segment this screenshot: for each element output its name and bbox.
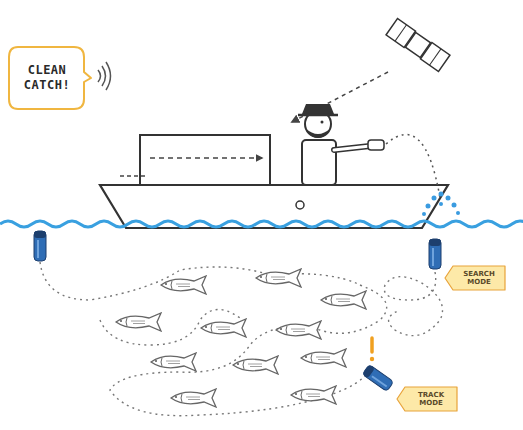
signal-arc <box>98 70 101 82</box>
sinking-tag <box>429 239 441 269</box>
fish <box>201 319 246 337</box>
eye <box>321 121 324 124</box>
mode-label: TRACK MODE <box>405 387 457 411</box>
satellite <box>386 18 450 71</box>
fish-school <box>116 269 366 407</box>
cabin <box>140 135 270 185</box>
signal-arc <box>102 66 106 86</box>
satellite-link <box>292 72 388 122</box>
alert-dot <box>370 357 374 361</box>
droplet <box>422 212 426 216</box>
fisherman-body <box>302 140 336 185</box>
signal-waves <box>98 62 111 90</box>
panel-line <box>395 25 406 41</box>
alert-stroke <box>370 338 374 352</box>
droplet <box>439 202 443 206</box>
arm-fill <box>334 146 370 150</box>
droplet <box>446 196 451 201</box>
data-link <box>150 157 262 158</box>
droplet <box>432 196 437 201</box>
mode-label: SEARCH MODE <box>453 266 505 290</box>
solar-panel <box>420 43 449 72</box>
fish <box>321 291 366 309</box>
flag-shape <box>445 266 505 290</box>
floating-tag <box>34 231 46 261</box>
beard <box>305 128 331 138</box>
cap-brim <box>298 114 338 117</box>
tilted-tag <box>362 364 393 391</box>
fish <box>161 276 206 294</box>
tag-device <box>368 140 384 150</box>
fish <box>151 353 196 371</box>
mode-flag: SEARCH MODE <box>444 265 506 291</box>
signal-arc <box>106 62 111 90</box>
droplet <box>456 211 460 215</box>
boat <box>100 104 448 228</box>
arm <box>334 146 370 150</box>
droplet <box>439 192 444 197</box>
tag-body <box>362 364 393 391</box>
fish <box>301 349 346 367</box>
fish <box>116 313 161 331</box>
fish <box>291 386 336 404</box>
mode-flag: TRACK MODE <box>396 386 458 412</box>
alert-mark <box>370 338 374 361</box>
flag-shape <box>397 387 457 411</box>
splash <box>422 192 460 217</box>
fish <box>276 321 321 339</box>
droplet <box>452 203 457 208</box>
cap <box>302 104 334 114</box>
tag-path <box>40 262 360 300</box>
porthole <box>296 201 304 209</box>
tag-path <box>110 285 387 416</box>
data-link <box>120 175 145 176</box>
tag-paths <box>40 262 443 416</box>
fish <box>256 269 301 287</box>
throw-path <box>386 135 440 198</box>
droplet <box>426 204 431 209</box>
fish <box>171 389 216 407</box>
fish <box>233 356 278 374</box>
tag-path <box>384 272 442 336</box>
speech-text: CLEAN CATCH! <box>14 50 80 106</box>
speech-bubble: CLEAN CATCH! <box>8 46 92 110</box>
panel-line <box>429 49 440 65</box>
water-surface <box>0 221 523 227</box>
bubble-shape <box>9 47 91 109</box>
